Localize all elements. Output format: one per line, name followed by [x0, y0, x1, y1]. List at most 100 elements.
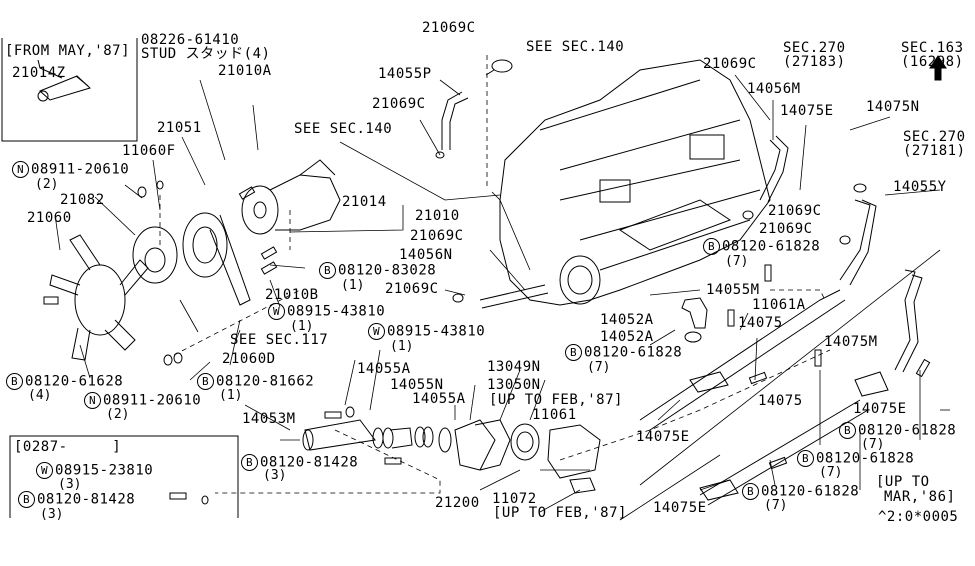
part-label-11061[interactable]: 11061 [532, 407, 577, 423]
part-label-21082[interactable]: 21082 [60, 192, 105, 208]
water-pump-icon [241, 159, 341, 235]
part-number: 08120-61828 [584, 344, 683, 361]
diagram-code: ^2:0*0005 [878, 509, 959, 525]
part-label-21010a[interactable]: 21010A [218, 63, 272, 79]
inset-header-0287: [0287- ] [14, 439, 122, 455]
part-label-13050n[interactable]: 13050N [487, 377, 541, 393]
see-sec270-27183[interactable]: SEC.270 [783, 40, 846, 56]
leader-lines [54, 74, 950, 521]
part-label-14055n[interactable]: 14055N [390, 377, 444, 393]
part-label-14056m[interactable]: 14056M [747, 81, 801, 97]
qty-label: (7) [819, 465, 843, 480]
part-label-21060[interactable]: 21060 [27, 210, 72, 226]
part-label-11072[interactable]: 11072 [492, 491, 537, 507]
part-label-14055a-b[interactable]: 14055A [412, 391, 466, 407]
part-label-14053m[interactable]: 14053M [242, 411, 296, 427]
qty-label: (4) [28, 388, 52, 403]
note-up-to-feb87-b: [UP TO FEB,'87] [493, 505, 627, 521]
part-label-21010[interactable]: 21010 [415, 208, 460, 224]
inset-frame-top [1, 38, 138, 142]
part-label-14075e-d[interactable]: 14075E [653, 500, 707, 516]
bolt-prefix-icon: B [197, 373, 214, 390]
stud-description: STUD スタッド(4) [141, 46, 271, 62]
part-label-14056n[interactable]: 14056N [399, 247, 453, 263]
part-label-13049n[interactable]: 13049N [487, 359, 541, 375]
part-label-21069c-d[interactable]: 21069C [385, 281, 439, 297]
part-number: 08120-61628 [25, 373, 124, 390]
part-label-11061a[interactable]: 11061A [752, 297, 806, 313]
see-sec140-block[interactable]: SEE SEC.140 [294, 121, 393, 137]
part-number: 08120-83028 [338, 262, 437, 279]
bolt-prefix-icon: B [319, 262, 336, 279]
note-up-to-mar86-line2: MAR,'86] [884, 489, 956, 505]
sec163-sub: (16298) [901, 54, 964, 70]
part-label-21069c-f[interactable]: 21069C [768, 203, 822, 219]
part-label-14075m[interactable]: 14075M [824, 334, 878, 350]
part-number: 08915-43810 [287, 303, 386, 320]
fan-icon [49, 234, 149, 361]
part-label-14055a-a[interactable]: 14055A [357, 361, 411, 377]
washer-icons [137, 151, 867, 505]
tube-21014z-icon [37, 59, 91, 102]
part-label-21069c-g[interactable]: 21069C [759, 221, 813, 237]
part-label-14055m[interactable]: 14055M [706, 282, 760, 298]
note-up-to-feb87-a: [UP TO FEB,'87] [489, 392, 623, 408]
part-label-11060f[interactable]: 11060F [122, 143, 176, 159]
bolt-prefix-icon: B [565, 344, 582, 361]
part-label-21069c-c[interactable]: 21069C [410, 228, 464, 244]
part-number: 08915-23810 [55, 462, 154, 479]
part-label-21069c-e[interactable]: 21069C [703, 56, 757, 72]
part-label-21014[interactable]: 21014 [342, 194, 387, 210]
qty-label: (3) [58, 477, 82, 492]
part-number: 08120-81428 [260, 454, 359, 471]
part-label-08226-61410[interactable]: 08226-61410 [141, 32, 240, 48]
part-label-14075e-b[interactable]: 14075E [853, 401, 907, 417]
part-label-14075n[interactable]: 14075N [866, 99, 920, 115]
nut-prefix-icon: N [84, 392, 101, 409]
see-sec163[interactable]: SEC.163 [901, 40, 964, 56]
part-label-21010b[interactable]: 21010B [265, 287, 319, 303]
part-label-21060d[interactable]: 21060D [222, 351, 276, 367]
part-label-14052a-a[interactable]: 14052A [600, 312, 654, 328]
see-sec270-27181[interactable]: SEC.270 [903, 129, 966, 145]
part-label-14075e-c[interactable]: 14075E [636, 429, 690, 445]
part-label-14055p[interactable]: 14055P [378, 66, 432, 82]
part-label-21069c-a[interactable]: 21069C [422, 20, 476, 36]
bolt-prefix-icon: B [797, 450, 814, 467]
hose-14055p-icon [441, 91, 469, 150]
qty-label: (7) [587, 360, 611, 375]
part-number: 08911-20610 [31, 161, 130, 178]
part-label-14055y[interactable]: 14055Y [893, 179, 947, 195]
part-label-14075e-a[interactable]: 14075E [780, 103, 834, 119]
sec270-27183-sub: (27183) [783, 54, 846, 70]
part-label-14075-b[interactable]: 14075 [758, 393, 803, 409]
hose-14056n-icon [479, 284, 549, 309]
part-label-21051[interactable]: 21051 [157, 120, 202, 136]
qty-label: (1) [341, 278, 365, 293]
bolt-prefix-icon: B [839, 422, 856, 439]
see-sec117[interactable]: SEE SEC.117 [230, 332, 329, 348]
part-label-14052a-b[interactable]: 14052A [600, 329, 654, 345]
part-label-21200[interactable]: 21200 [435, 495, 480, 511]
part-label-21014z[interactable]: 21014Z [12, 65, 66, 81]
inset-frame-bottom [9, 435, 239, 518]
see-sec140-cap[interactable]: SEE SEC.140 [526, 39, 625, 55]
part-label-14075-a[interactable]: 14075 [738, 315, 783, 331]
part-label-21069c-b[interactable]: 21069C [372, 96, 426, 112]
